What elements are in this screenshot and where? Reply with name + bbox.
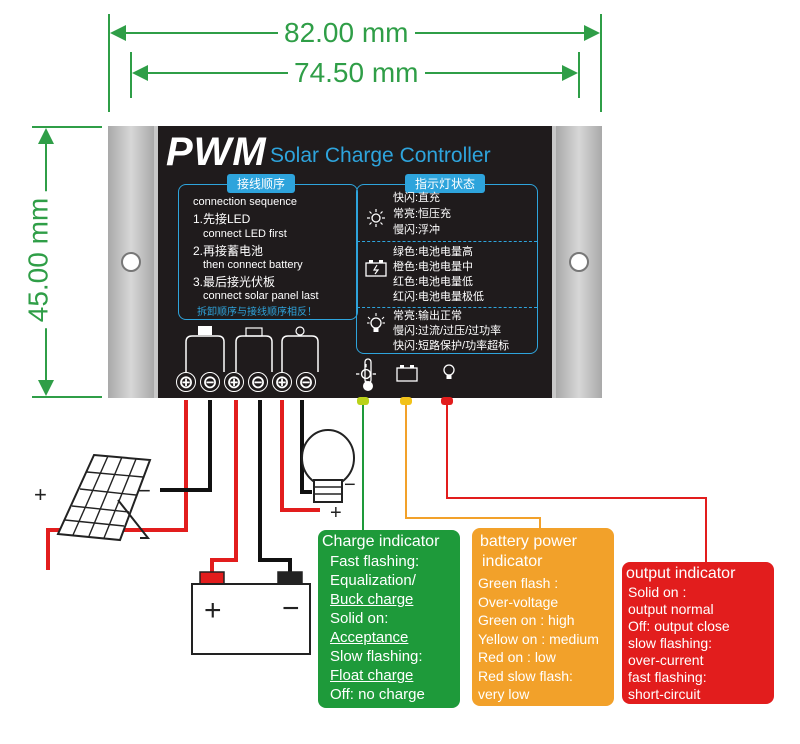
battery-indicator-title-2: indicator xyxy=(482,553,543,570)
light-bulb-graphic xyxy=(301,429,355,503)
charge-led xyxy=(357,397,369,405)
output-indicator-box: output indicator Solid on :output normal… xyxy=(622,562,774,704)
step3-cn: 3.最后接光伏板 xyxy=(193,275,276,289)
charge-controller: PWM Solar Charge Controller 接线顺序 connect… xyxy=(108,126,602,398)
output-led xyxy=(441,397,453,405)
charge-indicator-line: Float charge xyxy=(330,667,414,684)
battery-indicator-line: Green flash : xyxy=(478,575,559,591)
battery-status-1: 绿色:电池电量高 xyxy=(393,246,474,258)
battery-graphic xyxy=(191,571,311,655)
product-subtitle: Solar Charge Controller xyxy=(270,144,491,167)
output-indicator-line: Solid on : xyxy=(628,584,687,600)
output-status-1: 常亮:输出正常 xyxy=(393,310,463,322)
battery-plus-label: + xyxy=(204,594,222,627)
solar-panel-graphic xyxy=(56,453,152,542)
charge-status-1: 快闪:直充 xyxy=(393,192,441,204)
battery-led-icon xyxy=(396,365,418,382)
battery-power-indicator-box: battery power indicator Green flash : Ove… xyxy=(472,528,614,706)
charge-indicator-line: Equalization/ xyxy=(330,572,416,589)
solar-panel-icon xyxy=(198,326,212,335)
output-indicator-line: short-circuit xyxy=(628,686,701,702)
output-indicator-line: over-current xyxy=(628,652,704,668)
lamp-small-icon xyxy=(295,326,305,336)
terminal-group-brackets xyxy=(185,326,319,372)
charge-indicator-box: Charge indicator Fast flashing: Equalizat… xyxy=(318,530,460,708)
battery-indicator-line: Over-voltage xyxy=(478,593,559,610)
output-indicator-line: fast flashing: xyxy=(628,669,707,685)
battery-status-4: 红闪:电池电量极低 xyxy=(393,291,485,303)
output-status-2: 慢闪:过流/过压/过功率 xyxy=(393,325,502,337)
battery-positive-terminal[interactable]: ⊕ xyxy=(224,372,244,392)
indicator-tab: 指示灯状态 xyxy=(405,174,486,193)
battery-indicator-line: very low xyxy=(478,686,530,702)
battery-minus-label: − xyxy=(282,592,300,625)
solar-positive-terminal[interactable]: ⊕ xyxy=(176,372,196,392)
sun-icon xyxy=(367,209,385,227)
load-negative-terminal[interactable]: ⊖ xyxy=(296,372,316,392)
step3-en: connect solar panel last xyxy=(203,290,319,302)
step2-cn: 2.再接蓄电池 xyxy=(193,244,264,258)
load-positive-terminal[interactable]: ⊕ xyxy=(272,372,292,392)
charge-led-sun-icon xyxy=(356,364,376,384)
battery-status-3: 红色:电池电量低 xyxy=(393,276,474,288)
battery-indicator-line: Red on : low xyxy=(478,649,556,665)
battery-indicator-line: Yellow on : medium xyxy=(478,630,599,647)
solar-plus-label: + xyxy=(34,482,47,507)
step2-en: then connect battery xyxy=(203,259,303,271)
charge-indicator-title: Charge indicator xyxy=(322,533,440,550)
battery-indicator-line: Red slow flash: xyxy=(478,667,573,684)
lamp-plus-label: + xyxy=(330,502,342,524)
output-indicator-title: output indicator xyxy=(626,565,736,582)
battery-negative-terminal[interactable]: ⊖ xyxy=(248,372,268,392)
connection-heading: connection sequence xyxy=(193,196,297,208)
disassembly-note: 拆卸顺序与接线顺序相反！ xyxy=(197,307,317,318)
battery-icon xyxy=(365,260,387,277)
step1-en: connect LED first xyxy=(203,228,287,240)
lamp-minus-label: − xyxy=(344,474,356,496)
solar-minus-label: − xyxy=(138,478,151,503)
charge-status-2: 常亮:恒压充 xyxy=(393,208,452,220)
charge-indicator-line: Slow flashing: xyxy=(330,648,423,665)
connection-tab: 接线顺序 xyxy=(227,174,296,193)
right-mounting-hole xyxy=(569,252,589,272)
solar-negative-terminal[interactable]: ⊖ xyxy=(200,372,220,392)
charge-status-3: 慢闪:浮冲 xyxy=(393,224,441,236)
outer-width-label: 82.00 mm xyxy=(278,18,415,48)
inner-width-label: 74.50 mm xyxy=(288,58,425,88)
lamp-icon xyxy=(367,313,385,332)
controller-face-panel: PWM Solar Charge Controller 接线顺序 connect… xyxy=(158,126,552,398)
charge-indicator-line: Acceptance xyxy=(330,629,409,646)
charge-indicator-line: Buck charge xyxy=(330,591,414,608)
output-indicator-line: slow flashing: xyxy=(628,635,713,651)
battery-indicator-line: Green on : high xyxy=(478,612,575,628)
output-indicator-line: Off: output close xyxy=(628,618,730,634)
brand-logo: PWM xyxy=(166,130,267,174)
battery-led xyxy=(400,397,412,405)
charge-indicator-line: Fast flashing: xyxy=(330,553,420,570)
output-indicator-line: output normal xyxy=(628,601,714,617)
indicator-status-box: 指示灯状态 快闪:直充 常亮:恒压充 慢闪:浮冲 绿色:电池电量高 橙色:电池电… xyxy=(356,174,538,354)
battery-status-2: 橙色:电池电量中 xyxy=(393,261,474,273)
output-status-3: 快闪:短路保护/功率超标 xyxy=(393,340,510,352)
left-mounting-hole xyxy=(121,252,141,272)
battery-indicator-title-1: battery power xyxy=(480,533,577,550)
connection-sequence-box: 接线顺序 connection sequence 1.先接LED connect… xyxy=(178,174,358,320)
battery-small-icon xyxy=(245,327,263,337)
charge-indicator-line: Off: no charge xyxy=(330,686,425,703)
step1-cn: 1.先接LED xyxy=(193,212,251,226)
charge-indicator-line: Solid on: xyxy=(330,610,389,627)
output-led-lamp-icon xyxy=(443,364,455,379)
